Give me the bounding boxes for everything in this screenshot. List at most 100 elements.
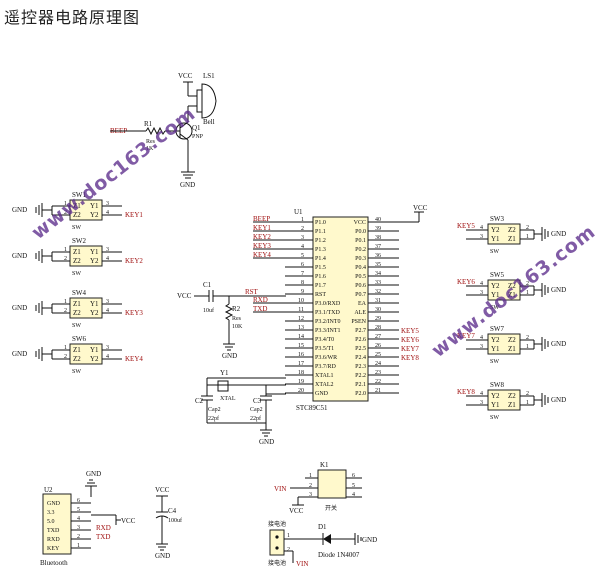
mcu-pin-num: 13 (298, 325, 304, 331)
k1-pin-num: 5 (352, 483, 355, 489)
c4-ref: C4 (168, 507, 177, 515)
mcu-pin-name: VCC (354, 220, 366, 226)
crystal-icon (217, 380, 229, 392)
mcu-pin-name: P2.0 (355, 391, 366, 397)
switch-pin-num: 3 (480, 344, 483, 350)
switch-pin-name: Z2 (508, 226, 516, 234)
switch-pin-num: 3 (106, 201, 109, 207)
mcu-pin-name: P0.5 (355, 274, 366, 280)
switch-net-label: KEY1 (125, 211, 143, 219)
bluetooth-pin-name: 3.3 (47, 510, 55, 516)
mcu-pin-num: 6 (301, 262, 304, 268)
switch-pin-num: 2 (526, 391, 529, 397)
crystal-circuit: Y1 XTAL C2 C3 Cap2 22pf Cap2 22pf GND (195, 369, 286, 446)
r2-value: 10K (232, 324, 243, 330)
switch-type: SW (490, 249, 499, 255)
switch-pin-num: 2 (526, 335, 529, 341)
mcu-pin-num: 5 (301, 253, 304, 259)
c3-type: Cap2 (250, 407, 263, 413)
mcu-pin-name: GND (315, 391, 329, 397)
bell-icon (201, 83, 217, 119)
switch-pin-name: Y1 (90, 248, 99, 256)
bluetooth-gnd-label: GND (86, 470, 101, 478)
switch-ref: SW8 (490, 381, 505, 389)
switch-pin-num: 2 (526, 281, 529, 287)
switch-pin-num: 1 (526, 400, 529, 406)
k1-body (317, 469, 347, 499)
switch-ref: SW4 (72, 289, 87, 297)
crystal-name: XTAL (220, 396, 236, 402)
switch-pin-num: 3 (480, 400, 483, 406)
c3-value: 22pf (250, 415, 261, 422)
switch-type: SW (72, 323, 81, 329)
switch-pin-num: 1 (526, 290, 529, 296)
switch-gnd-label: GND (551, 396, 566, 404)
switch-pin-name: Z1 (73, 346, 81, 354)
bluetooth-pin-num: 3 (77, 525, 80, 531)
mcu-pin-name: P2.3 (355, 364, 366, 370)
mcu-pin-num: 39 (375, 226, 381, 232)
resistor-r2-icon (224, 303, 234, 321)
switch-pin-num: 1 (64, 299, 67, 305)
buzzer-body (196, 89, 203, 113)
power-input-circuit: 接电池 1 2 接电池 VIN GND D1 Diode 1N4007 (268, 520, 377, 568)
switch-type: SW (72, 369, 81, 375)
bluetooth-pin-num: 5 (77, 507, 80, 513)
bluetooth-pin-name: 5.0 (47, 519, 55, 525)
mcu-pin-num: 35 (375, 262, 381, 268)
jack-bottom-label: 接电池 (268, 559, 286, 567)
mcu-pin-name: RST (315, 292, 326, 298)
mcu-pin-num: 20 (298, 388, 304, 394)
switch-pin-name: Z1 (73, 202, 81, 210)
k1-ref: K1 (320, 461, 329, 469)
mcu-pin-name: P1.2 (315, 238, 326, 244)
mcu-pin-name: P3.2/INT0 (315, 319, 341, 325)
switch-pin-num: 1 (526, 234, 529, 240)
mcu-pin-num: 28 (375, 325, 381, 331)
bt-txd-net: TXD (96, 533, 110, 541)
switch-type: SW (490, 305, 499, 311)
mcu-pin-num: 40 (375, 217, 381, 223)
mcu-pin-num: 1 (301, 217, 304, 223)
switch-body (487, 389, 521, 411)
switch-pin-num: 3 (106, 299, 109, 305)
mcu-pin-num: 37 (375, 244, 381, 250)
switch-gnd-label: GND (551, 286, 566, 294)
switch-pin-name: Y1 (491, 401, 500, 409)
mcu-pin-name: P3.5/T1 (315, 346, 334, 352)
rst-net-label: RST (245, 288, 259, 296)
mcu-pin-name: P2.7 (355, 328, 366, 334)
switch-pin-name: Z2 (73, 355, 81, 363)
switch-net-label: KEY6 (457, 278, 475, 286)
switch-pin-num: 2 (526, 225, 529, 231)
switch-gnd-label: GND (12, 252, 27, 260)
mcu-pin-name: P2.1 (355, 382, 366, 388)
transistor-ref: Q1 (192, 124, 201, 132)
k1-pin-num: 3 (309, 492, 312, 498)
mcu-pin-name: P2.6 (355, 337, 366, 343)
switch-pin-name: Z1 (508, 345, 516, 353)
mcu-pin-num: 16 (298, 352, 304, 358)
mcu-pin-name: P2.5 (355, 346, 366, 352)
mcu-ref: U1 (294, 208, 303, 216)
bluetooth-pin-name: KEY (47, 546, 60, 552)
mcu-pin-name: P0.1 (355, 238, 366, 244)
mcu-pin-name: XTAL1 (315, 373, 334, 379)
mcu-pin-name: ALE (354, 310, 366, 316)
bluetooth-vcc-label: VCC (121, 517, 136, 525)
switch-pin-name: Y1 (90, 300, 99, 308)
jack-pin2-num: 2 (287, 547, 290, 553)
mcu-net-label: KEY3 (253, 242, 271, 250)
switch-body (487, 333, 521, 355)
switch-ref: SW6 (72, 335, 87, 343)
switch-pin-num: 3 (480, 234, 483, 240)
switch-gnd-label: GND (551, 340, 566, 348)
mcu-pin-num: 2 (301, 226, 304, 232)
k1-pin-num: 1 (309, 473, 312, 479)
mcu-pin-num: 3 (301, 235, 304, 241)
mcu-pin-num: 27 (375, 334, 381, 340)
mcu-pin-num: 8 (301, 280, 304, 286)
